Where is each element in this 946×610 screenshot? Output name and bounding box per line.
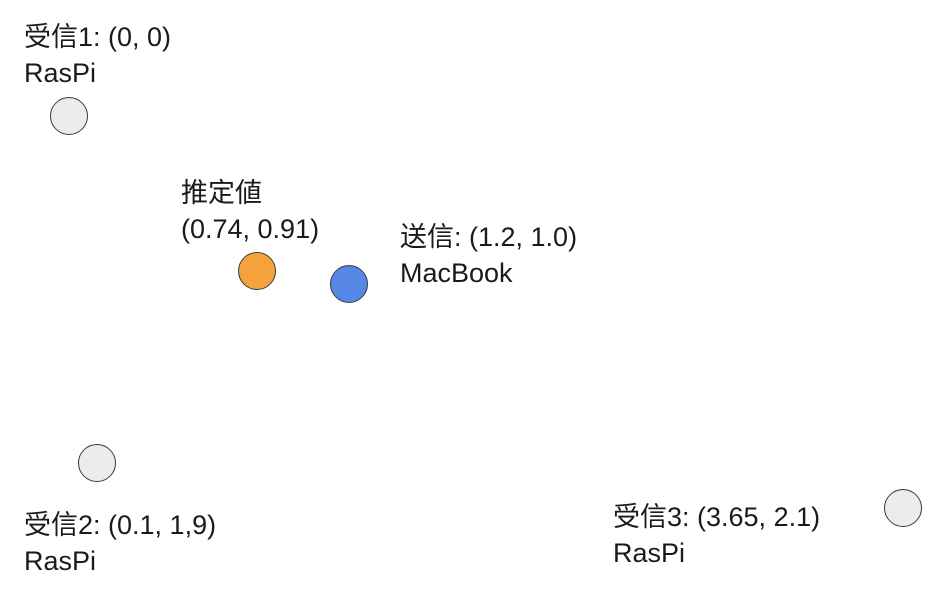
sender-node (330, 265, 368, 303)
receiver2-label: 受信2: (0.1, 1,9) RasPi (24, 507, 216, 579)
receiver2-title: 受信2: (0.1, 1,9) (24, 510, 217, 540)
sender-device: MacBook (400, 258, 513, 288)
estimate-label: 推定値 (0.74, 0.91) (181, 175, 319, 247)
receiver1-label: 受信1: (0, 0) RasPi (24, 19, 171, 91)
estimate-coords: (0.74, 0.91) (181, 214, 320, 244)
receiver2-device: RasPi (24, 546, 97, 576)
receiver3-title: 受信3: (3.65, 2.1) (613, 502, 821, 532)
receiver1-node (50, 97, 88, 135)
receiver2-node (78, 444, 116, 482)
receiver3-label: 受信3: (3.65, 2.1) RasPi (613, 499, 820, 571)
estimate-title: 推定値 (181, 178, 262, 208)
estimate-node (238, 252, 276, 290)
sender-title: 送信: (1.2, 1.0) (400, 222, 578, 252)
receiver3-device: RasPi (613, 538, 686, 568)
receiver1-title: 受信1: (0, 0) (24, 22, 172, 52)
sender-label: 送信: (1.2, 1.0) MacBook (400, 219, 577, 291)
receiver1-device: RasPi (24, 58, 97, 88)
receiver3-node (884, 489, 922, 527)
